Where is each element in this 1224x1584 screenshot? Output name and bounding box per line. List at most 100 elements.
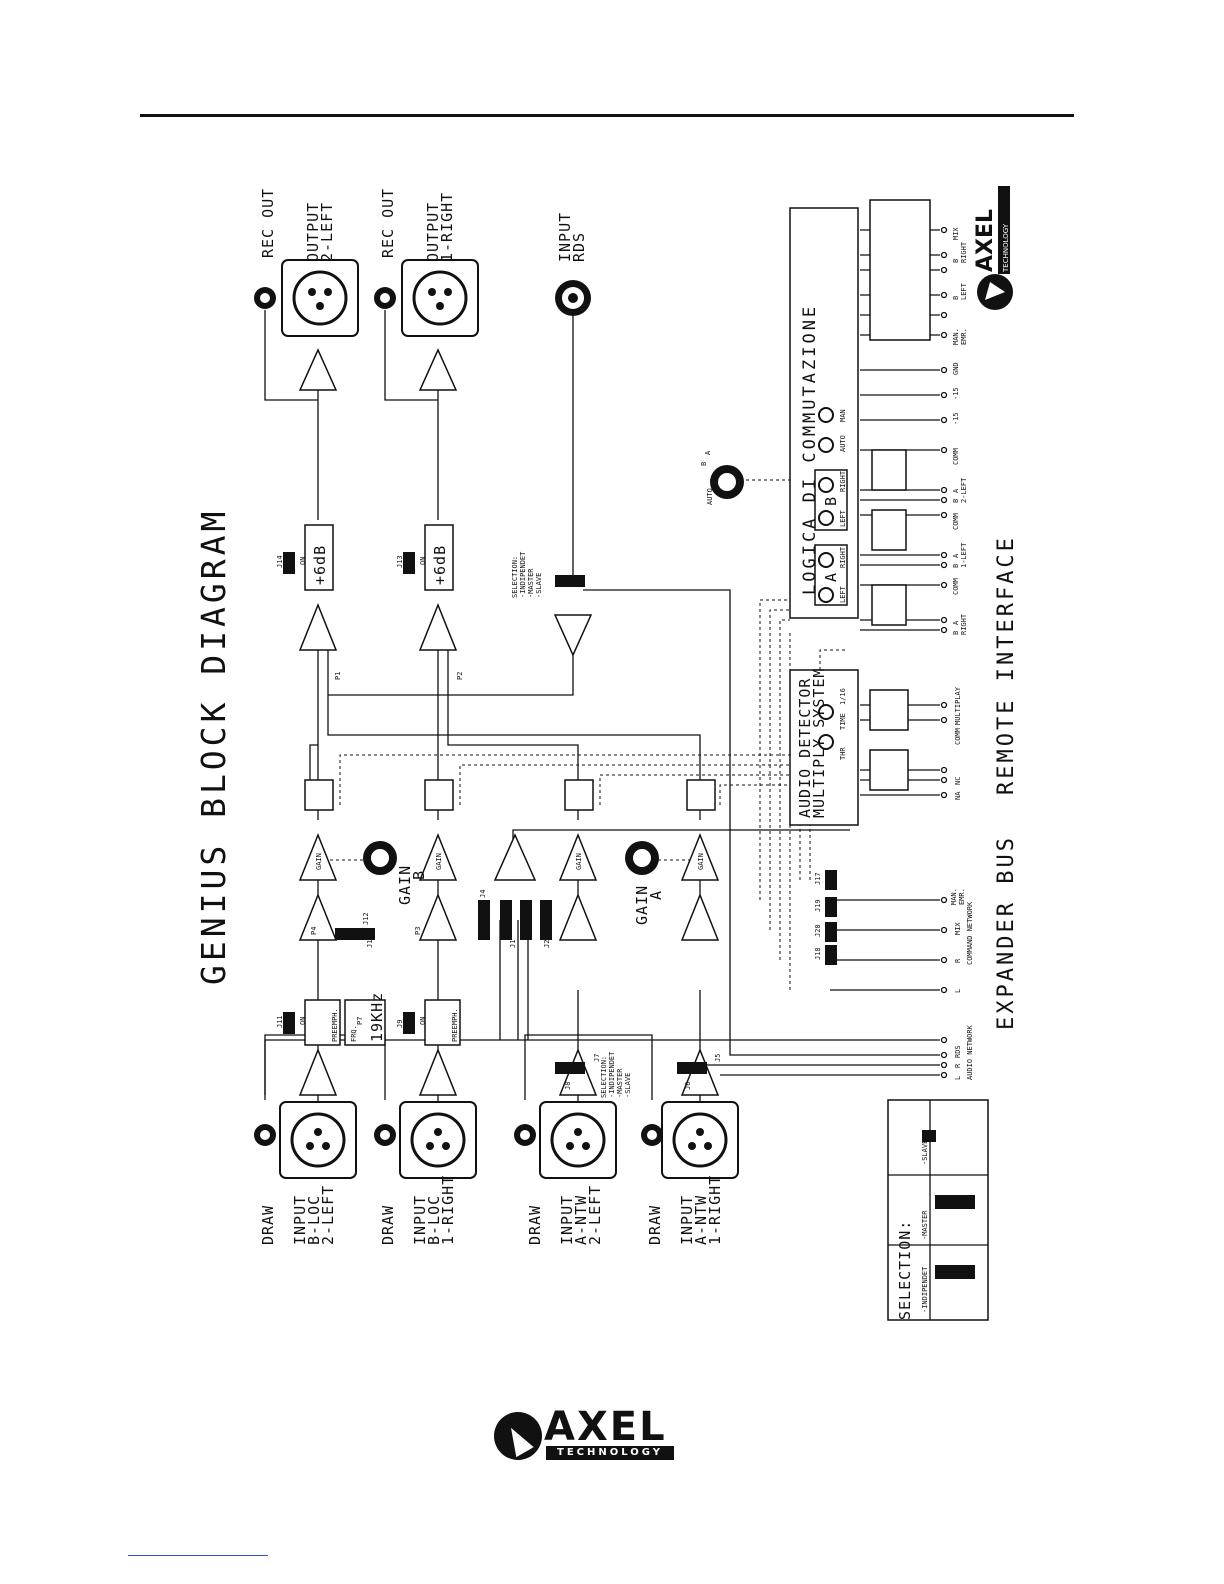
- svg-text:P1: P1: [334, 672, 342, 680]
- corner-logo: AXEL TECHNOLOGY: [973, 186, 1013, 310]
- draw-bus-top: [264, 1039, 740, 1095]
- svg-text:SELECTION:: SELECTION:: [511, 556, 519, 598]
- svg-text:MULTIPLAY: MULTIPLAY: [954, 686, 962, 725]
- svg-text:RIGHT: RIGHT: [839, 470, 847, 492]
- svg-text:DRAW: DRAW: [379, 1205, 397, 1245]
- svg-text:2-LEFT: 2-LEFT: [318, 202, 336, 262]
- draw-jacks: [254, 1124, 663, 1146]
- svg-text:1/16: 1/16: [839, 688, 847, 705]
- svg-text:NA: NA: [954, 791, 962, 800]
- top-rule: [140, 114, 1074, 117]
- svg-text:B: B: [952, 499, 960, 503]
- legend-title: SELECTION:: [896, 1220, 914, 1320]
- knobs: [363, 407, 834, 875]
- svg-text:RDS: RDS: [954, 1045, 962, 1058]
- svg-text:REC OUT: REC OUT: [259, 188, 277, 258]
- svg-text:J10: J10: [366, 935, 374, 948]
- legend-item-master: -MASTER: [921, 1210, 929, 1240]
- svg-text:P7: P7: [356, 1017, 364, 1025]
- svg-text:J9: J9: [396, 1020, 404, 1028]
- svg-text:RIGHT: RIGHT: [960, 613, 968, 635]
- svg-text:ON: ON: [299, 1017, 307, 1025]
- svg-text:A: A: [704, 450, 712, 455]
- svg-text:-SLAVE: -SLAVE: [624, 1073, 632, 1098]
- audio-detector-label: AUDIO DETECTOR: [796, 678, 814, 818]
- svg-text:A: A: [952, 553, 960, 558]
- xlr-input-bloc-left: [279, 1101, 357, 1179]
- svg-text:GAIN: GAIN: [697, 853, 705, 870]
- svg-text:J19: J19: [814, 899, 822, 912]
- svg-text:-SLAVE: -SLAVE: [535, 573, 543, 598]
- logo-mark: [494, 1412, 542, 1460]
- svg-text:OUTPUT: OUTPUT: [304, 202, 322, 262]
- svg-text:B: B: [410, 870, 428, 880]
- svg-text:INPUT: INPUT: [558, 1195, 576, 1245]
- diagram-title: GENIUS BLOCK DIAGRAM: [194, 508, 233, 985]
- svg-text:J5: J5: [714, 1054, 722, 1062]
- svg-text:J18: J18: [814, 947, 822, 960]
- svg-text:AUTO: AUTO: [839, 435, 847, 452]
- svg-text:J4: J4: [479, 890, 487, 898]
- jumpers: [283, 552, 975, 1279]
- svg-text:J20: J20: [814, 924, 822, 937]
- legend-item-slave: -SLAVE: [921, 1140, 929, 1165]
- svg-text:B-LOC: B-LOC: [425, 1195, 443, 1245]
- title-group: GENIUS BLOCK DIAGRAM EXPANDER BUS REMOTE…: [194, 304, 1019, 1030]
- svg-text:1-RIGHT: 1-RIGHT: [438, 192, 456, 262]
- svg-text:J13: J13: [396, 555, 404, 568]
- svg-text:A: A: [952, 488, 960, 493]
- svg-text:SELECTION:: SELECTION:: [600, 1056, 608, 1098]
- svg-text:J17: J17: [814, 872, 822, 885]
- expander-pins: L R RDS L R MIX MAN. EMR. AUDIO NETWORK …: [950, 888, 974, 1080]
- svg-text:AUDIO NETWORK: AUDIO NETWORK: [966, 1024, 974, 1080]
- svg-text:ON: ON: [419, 557, 427, 565]
- input-labels: DRAW INPUT B-LOC 2-LEFT DRAW INPUT B-LOC…: [259, 1175, 724, 1245]
- svg-text:J14: J14: [276, 555, 284, 568]
- svg-text:MIX: MIX: [954, 922, 962, 935]
- svg-text:MAN.: MAN.: [952, 328, 960, 345]
- svg-text:A-NTW: A-NTW: [572, 1195, 590, 1245]
- svg-text:-INDIPENDET: -INDIPENDET: [608, 1051, 616, 1098]
- terminals: [940, 226, 948, 1079]
- svg-text:OUTPUT: OUTPUT: [424, 202, 442, 262]
- selection-legend: SELECTION: -INDIPENDET -MASTER -SLAVE: [896, 1140, 929, 1320]
- svg-text:MAN.: MAN.: [950, 888, 958, 905]
- svg-text:PREEMPH.: PREEMPH.: [451, 1008, 459, 1042]
- svg-text:L: L: [954, 989, 962, 993]
- svg-text:P2: P2: [456, 672, 464, 680]
- remote-interface-label: REMOTE INTERFACE: [994, 535, 1019, 795]
- svg-text:INPUT: INPUT: [291, 1195, 309, 1245]
- expander-bus-label: EXPANDER BUS: [994, 835, 1019, 1030]
- remote-pins: B A RIGHT COMM B A 1-LEFT COMM B A 2-LEF…: [952, 227, 968, 635]
- svg-text:RIGHT: RIGHT: [960, 241, 968, 263]
- svg-text:P4: P4: [310, 927, 318, 935]
- block-labels: GAIN GAIN GAIN GAIN GAIN B GAIN A +6dB +…: [299, 545, 705, 1042]
- output-connectors: [254, 259, 591, 337]
- axel-logo: AXEL TECHNOLOGY: [494, 1404, 678, 1466]
- gain-b-label: GAIN: [396, 865, 414, 905]
- jumper-labels: J14 J13 J11 J9 J12 J10 P1 P2 P3 P4 P7 J4…: [276, 555, 822, 1090]
- svg-text:AXEL: AXEL: [973, 209, 998, 272]
- svg-text:J3: J3: [503, 930, 511, 938]
- svg-text:+6dB: +6dB: [311, 545, 329, 585]
- svg-text:DRAW: DRAW: [259, 1205, 277, 1245]
- selection-notes: SELECTION: -INDIPENDET -MASTER -SLAVE SE…: [511, 551, 632, 1098]
- svg-text:TECHNOLOGY: TECHNOLOGY: [1002, 223, 1010, 273]
- blocks: [304, 199, 989, 1321]
- gain-a-label: GAIN: [633, 885, 651, 925]
- svg-text:LEFT: LEFT: [839, 509, 847, 527]
- logic-label: LOGICA DI COMMUTAZIONE: [800, 304, 820, 595]
- svg-text:R: R: [954, 1063, 962, 1068]
- svg-text:J1: J1: [509, 940, 517, 948]
- svg-text:GND: GND: [952, 362, 960, 375]
- svg-text:EMR.: EMR.: [958, 888, 966, 905]
- amplifiers: [298, 348, 720, 1096]
- svg-text:2-LEFT: 2-LEFT: [319, 1185, 337, 1245]
- xlr-input-antw-right: [661, 1101, 739, 1179]
- logo-subtitle: TECHNOLOGY: [546, 1446, 674, 1460]
- svg-text:J11: J11: [276, 1015, 284, 1028]
- svg-text:B: B: [952, 564, 960, 568]
- svg-text:19KHz: 19KHz: [368, 992, 386, 1042]
- svg-text:AUTO: AUTO: [706, 488, 714, 505]
